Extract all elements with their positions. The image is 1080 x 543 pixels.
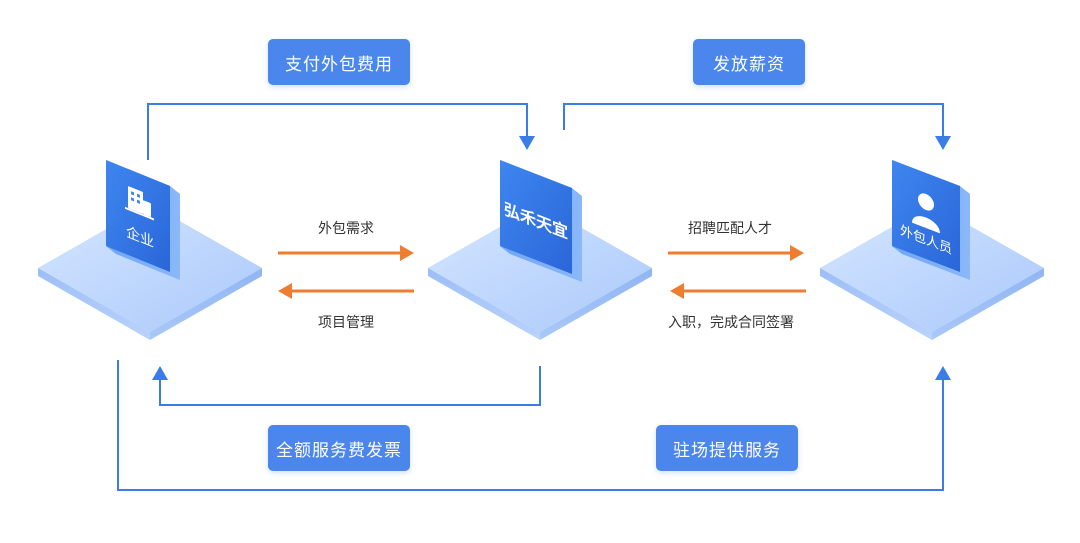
arrow-recruit-head: [790, 245, 804, 261]
hongtianyi-platform: [428, 204, 652, 340]
hongtianyi-card: 弘禾天宜: [500, 160, 582, 282]
line-pay-fee: [147, 103, 528, 160]
enterprise-card: 企业: [106, 160, 180, 280]
tag-onsite-service: 驻场提供服务: [656, 425, 798, 471]
connector-arrowheads: [152, 136, 951, 380]
line-invoice: [159, 366, 541, 406]
arrow-project-head: [278, 283, 292, 299]
line-pay-salary: [563, 103, 944, 138]
arrowhead-up-staff: [935, 366, 951, 380]
flow-arrows: [278, 245, 806, 299]
enterprise-platform: [38, 204, 262, 340]
arrow-demand-head: [400, 245, 414, 261]
arrowhead-down-staff: [935, 136, 951, 150]
flow-label-demand: 外包需求: [318, 221, 374, 237]
tag-invoice: 全额服务费发票: [268, 425, 410, 471]
arrow-onboard-head: [670, 283, 684, 299]
building-icon: [125, 186, 154, 221]
arrowhead-down-hongtianyi: [519, 136, 535, 150]
line-onsite-service: [117, 360, 944, 491]
flow-label-project: 项目管理: [318, 315, 374, 331]
tag-pay-salary: 发放薪资: [693, 39, 805, 85]
person-icon: [912, 193, 940, 234]
flow-label-recruit: 招聘匹配人才: [688, 221, 772, 237]
tag-pay-fee: 支付外包费用: [268, 39, 410, 85]
staff-platform: [820, 204, 1044, 340]
connector-lines: [117, 103, 944, 491]
arrowhead-up-enterprise: [152, 366, 168, 380]
flow-label-onboard: 入职，完成合同签署: [668, 315, 794, 331]
staff-card: 外包人员: [892, 160, 970, 280]
